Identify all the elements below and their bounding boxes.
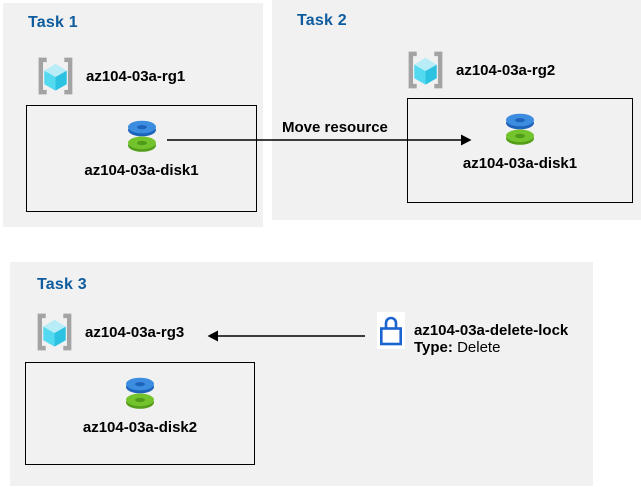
task3-resource-group: az104-03a-rg3 bbox=[33, 312, 184, 352]
disk-label: az104-03a-disk1 bbox=[84, 162, 199, 179]
resource-group-label: az104-03a-rg2 bbox=[456, 61, 556, 79]
disk-icon bbox=[506, 113, 534, 145]
task1-panel: Task 1 az104-03a-rg1 az104-03a-disk1 bbox=[3, 3, 263, 227]
disk-label: az104-03a-disk1 bbox=[462, 155, 578, 172]
move-resource-label: Move resource bbox=[282, 119, 388, 136]
task3-resource-box: az104-03a-disk2 bbox=[25, 362, 255, 465]
disk-icon bbox=[126, 377, 154, 409]
task2-title: Task 2 bbox=[297, 12, 347, 29]
lock-type: Type: Delete bbox=[414, 339, 568, 356]
resource-group-icon bbox=[34, 56, 77, 96]
resource-group-label: az104-03a-rg3 bbox=[85, 323, 185, 341]
resource-group-icon bbox=[404, 50, 447, 90]
lock-text-block: az104-03a-delete-lock Type: Delete bbox=[414, 322, 568, 356]
lock-name: az104-03a-delete-lock bbox=[414, 322, 569, 339]
disk-label: az104-03a-disk2 bbox=[82, 419, 198, 436]
disk-icon bbox=[127, 120, 156, 152]
resource-group-icon bbox=[33, 312, 76, 352]
lock-type-value: Delete bbox=[457, 339, 501, 356]
task3-title: Task 3 bbox=[37, 276, 87, 293]
task1-resource-box: az104-03a-disk1 bbox=[26, 105, 257, 212]
delete-lock-group: az104-03a-delete-lock Type: Delete bbox=[377, 312, 568, 356]
task1-title: Task 1 bbox=[28, 14, 78, 31]
task2-resource-box: az104-03a-disk1 bbox=[407, 98, 633, 203]
task1-resource-group: az104-03a-rg1 bbox=[34, 56, 185, 96]
task3-panel: Task 3 az104-03a-rg3 az104-03a-disk2 az1… bbox=[10, 262, 593, 486]
task2-panel: Task 2 az104-03a-rg2 az104-03a-disk1 bbox=[272, 0, 641, 220]
task2-resource-group: az104-03a-rg2 bbox=[404, 50, 555, 90]
lock-type-label: Type: bbox=[414, 339, 453, 356]
lock-icon bbox=[380, 316, 402, 346]
resource-group-label: az104-03a-rg1 bbox=[86, 67, 186, 85]
lock-icon-tile bbox=[377, 312, 405, 349]
